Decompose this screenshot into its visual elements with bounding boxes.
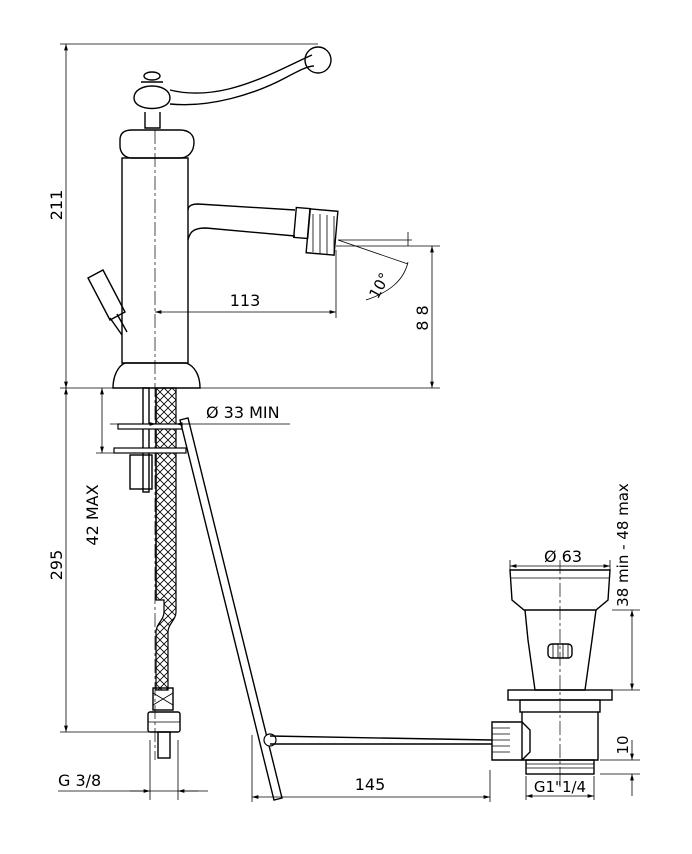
dim-hose-thread: G 3/8 xyxy=(58,771,101,790)
lever-handle xyxy=(133,46,332,129)
dim-waste-offset: 10 xyxy=(614,735,632,754)
spout xyxy=(187,203,339,256)
faucet-body xyxy=(87,46,339,760)
base-flange xyxy=(112,362,201,389)
dim-max-thickness: 42 MAX xyxy=(83,484,102,545)
top-cap xyxy=(119,129,195,159)
popup-rod-knob xyxy=(87,269,128,336)
supply-hose xyxy=(113,387,187,759)
dim-hole-diameter: Ø 33 MIN xyxy=(206,403,280,422)
dim-hose-length: 295 xyxy=(47,550,66,581)
dim-waste-thread: G1"1/4 xyxy=(534,778,586,796)
dim-spray-angle: 10° xyxy=(365,270,393,302)
dim-spout-reach: 113 xyxy=(230,291,261,310)
dim-rod-length: 145 xyxy=(355,775,386,794)
dim-waste-diameter: Ø 63 xyxy=(544,547,582,566)
dim-total-height: 211 xyxy=(47,190,66,221)
dim-waste-range: 38 min - 48 max xyxy=(614,483,632,607)
dimension-lines xyxy=(58,43,640,802)
waste-assembly xyxy=(491,560,613,790)
popup-rod xyxy=(179,417,493,801)
dim-spout-height: 8 8 xyxy=(413,305,432,330)
